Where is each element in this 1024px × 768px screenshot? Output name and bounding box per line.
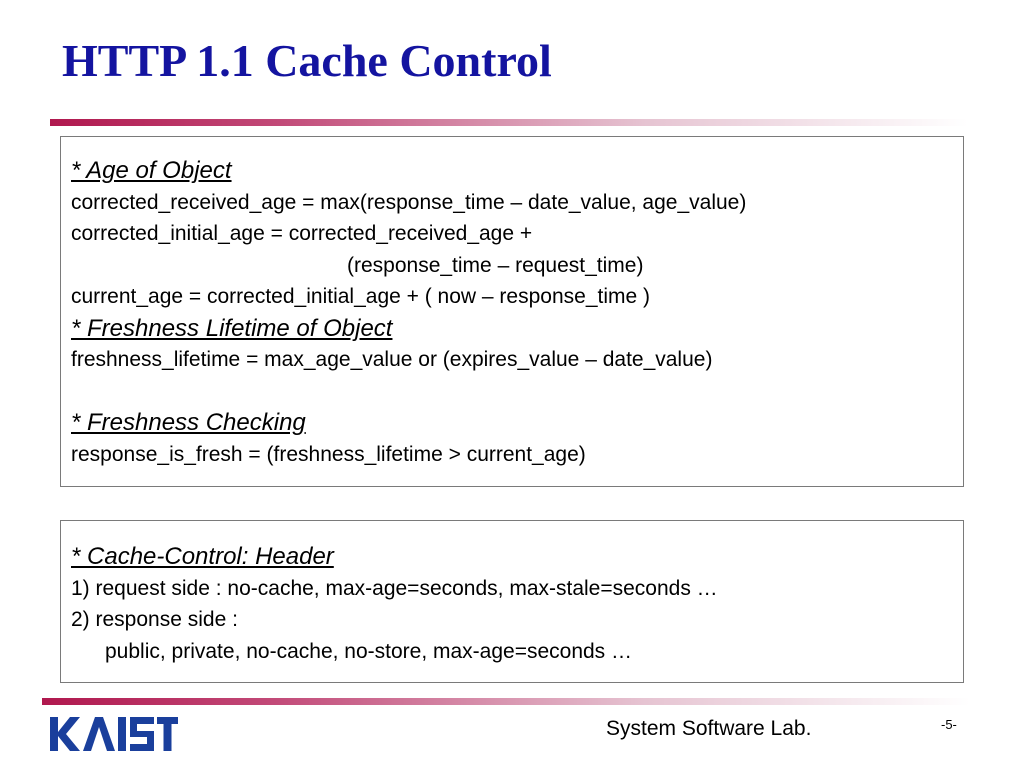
request-side-line: 1) request side : no-cache, max-age=seco… bbox=[71, 576, 718, 600]
freshness-lifetime-line: freshness_lifetime = max_age_value or (e… bbox=[71, 348, 713, 371]
freshness-lifetime-heading: * Freshness Lifetime of Object bbox=[71, 314, 393, 342]
current-age-line: current_age = corrected_initial_age + ( … bbox=[71, 285, 650, 308]
slide-title: HTTP 1.1 Cache Control bbox=[62, 35, 552, 86]
cache-control-header-box: * Cache-Control: Header 1) request side … bbox=[60, 520, 964, 683]
blank-line bbox=[71, 376, 963, 408]
corrected-received-age-line: corrected_received_age = max(response_ti… bbox=[71, 190, 747, 214]
age-of-object-heading: * Age of Object bbox=[71, 157, 232, 184]
freshness-checking-heading: * Freshness Checking bbox=[71, 409, 306, 436]
cache-control-heading: * Cache-Control: Header bbox=[71, 543, 334, 570]
lab-name: System Software Lab. bbox=[606, 717, 812, 740]
kaist-logo bbox=[50, 717, 178, 751]
cache-age-formulas-box: * Age of Object corrected_received_age =… bbox=[60, 136, 964, 487]
response-is-fresh-line: response_is_fresh = (freshness_lifetime … bbox=[71, 442, 586, 466]
corrected-initial-age-line: corrected_initial_age = corrected_receiv… bbox=[71, 222, 533, 245]
page-number: -5- bbox=[941, 717, 957, 732]
response-side-directives-line: public, private, no-cache, no-store, max… bbox=[105, 639, 633, 663]
corrected-initial-age-continuation: (response_time – request_time) bbox=[347, 253, 644, 277]
response-side-line: 2) response side : bbox=[71, 608, 238, 631]
footer-divider bbox=[42, 698, 970, 705]
title-divider bbox=[50, 119, 968, 126]
